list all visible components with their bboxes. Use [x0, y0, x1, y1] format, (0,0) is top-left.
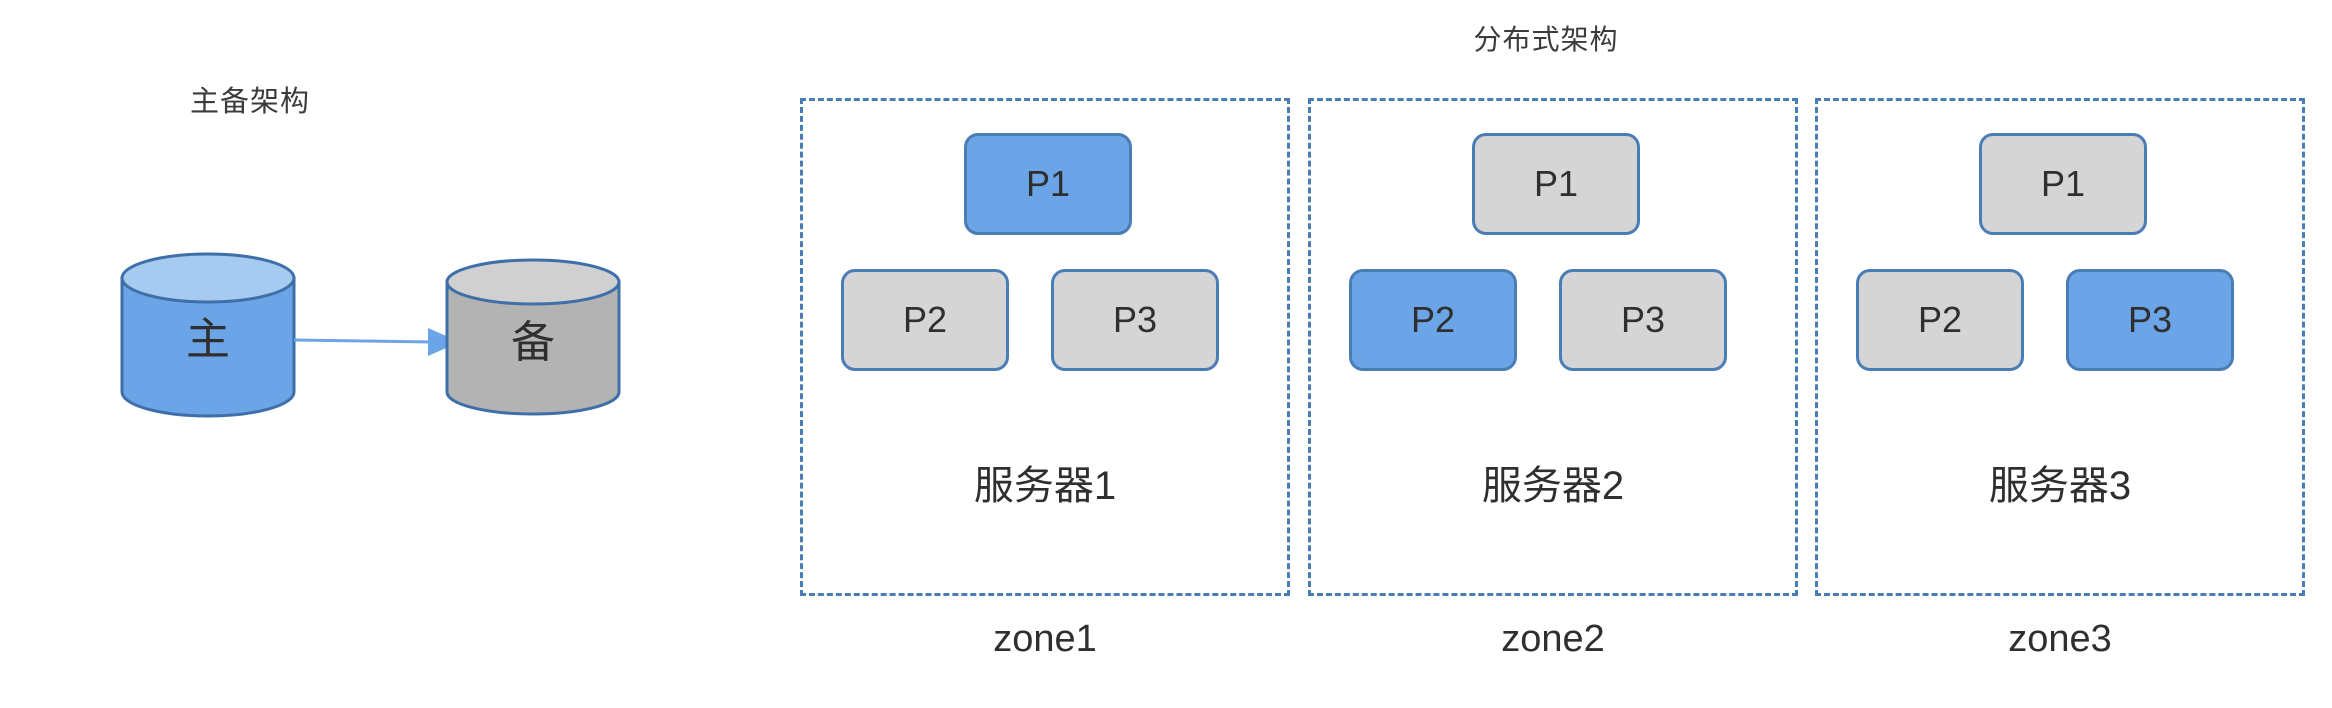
process-box-p1[interactable]: P1 [964, 133, 1132, 235]
server-label-1: 服务器1 [973, 464, 1117, 508]
master-standby-architecture-section: 主备架构 主 备 [0, 0, 760, 708]
process-box-p2[interactable]: P2 [1349, 269, 1517, 371]
process-row-top: P1 [1818, 133, 2302, 243]
standby-database-cylinder[interactable]: 备 [443, 258, 623, 418]
server-box-3[interactable]: P1 P2 P3 服务器3 [1815, 98, 2305, 596]
zone-label-2: zone2 [1501, 618, 1605, 660]
process-row-top: P1 [1311, 133, 1795, 243]
server-label-3: 服务器3 [1988, 464, 2132, 508]
process-box-p2[interactable]: P2 [841, 269, 1009, 371]
server-label-2: 服务器2 [1481, 464, 1625, 508]
process-row-bottom: P2 P3 [1818, 269, 2302, 379]
primary-database-cylinder[interactable]: 主 [118, 252, 298, 418]
arrow-right-icon [293, 328, 460, 356]
master-standby-title: 主备架构 [190, 86, 311, 118]
process-box-p3[interactable]: P3 [2066, 269, 2234, 371]
distributed-title: 分布式架构 [1473, 24, 1619, 55]
distributed-architecture-section: 分布式架构 P1 P2 P3 服务器1 zone1 P1 P2 P3 服务器2 [760, 0, 2332, 708]
database-cylinder-icon [120, 252, 296, 418]
server-box-2[interactable]: P1 P2 P3 服务器2 [1308, 98, 1798, 596]
process-box-p1[interactable]: P1 [1472, 133, 1640, 235]
zone-group-1: P1 P2 P3 服务器1 zone1 [800, 98, 1290, 688]
process-box-p3[interactable]: P3 [1051, 269, 1219, 371]
zone-label-3: zone3 [2008, 618, 2112, 660]
zone-label-1: zone1 [993, 618, 1097, 660]
process-box-p2[interactable]: P2 [1856, 269, 2024, 371]
process-box-p3[interactable]: P3 [1559, 269, 1727, 371]
zone-group-3: P1 P2 P3 服务器3 zone3 [1815, 98, 2305, 688]
database-cylinder-icon [445, 258, 621, 416]
replication-arrow [292, 320, 462, 364]
process-row-top: P1 [803, 133, 1287, 243]
server-box-1[interactable]: P1 P2 P3 服务器1 [800, 98, 1290, 596]
process-box-p1[interactable]: P1 [1979, 133, 2147, 235]
zone-group-2: P1 P2 P3 服务器2 zone2 [1308, 98, 1798, 688]
process-row-bottom: P2 P3 [803, 269, 1287, 379]
process-row-bottom: P2 P3 [1311, 269, 1795, 379]
